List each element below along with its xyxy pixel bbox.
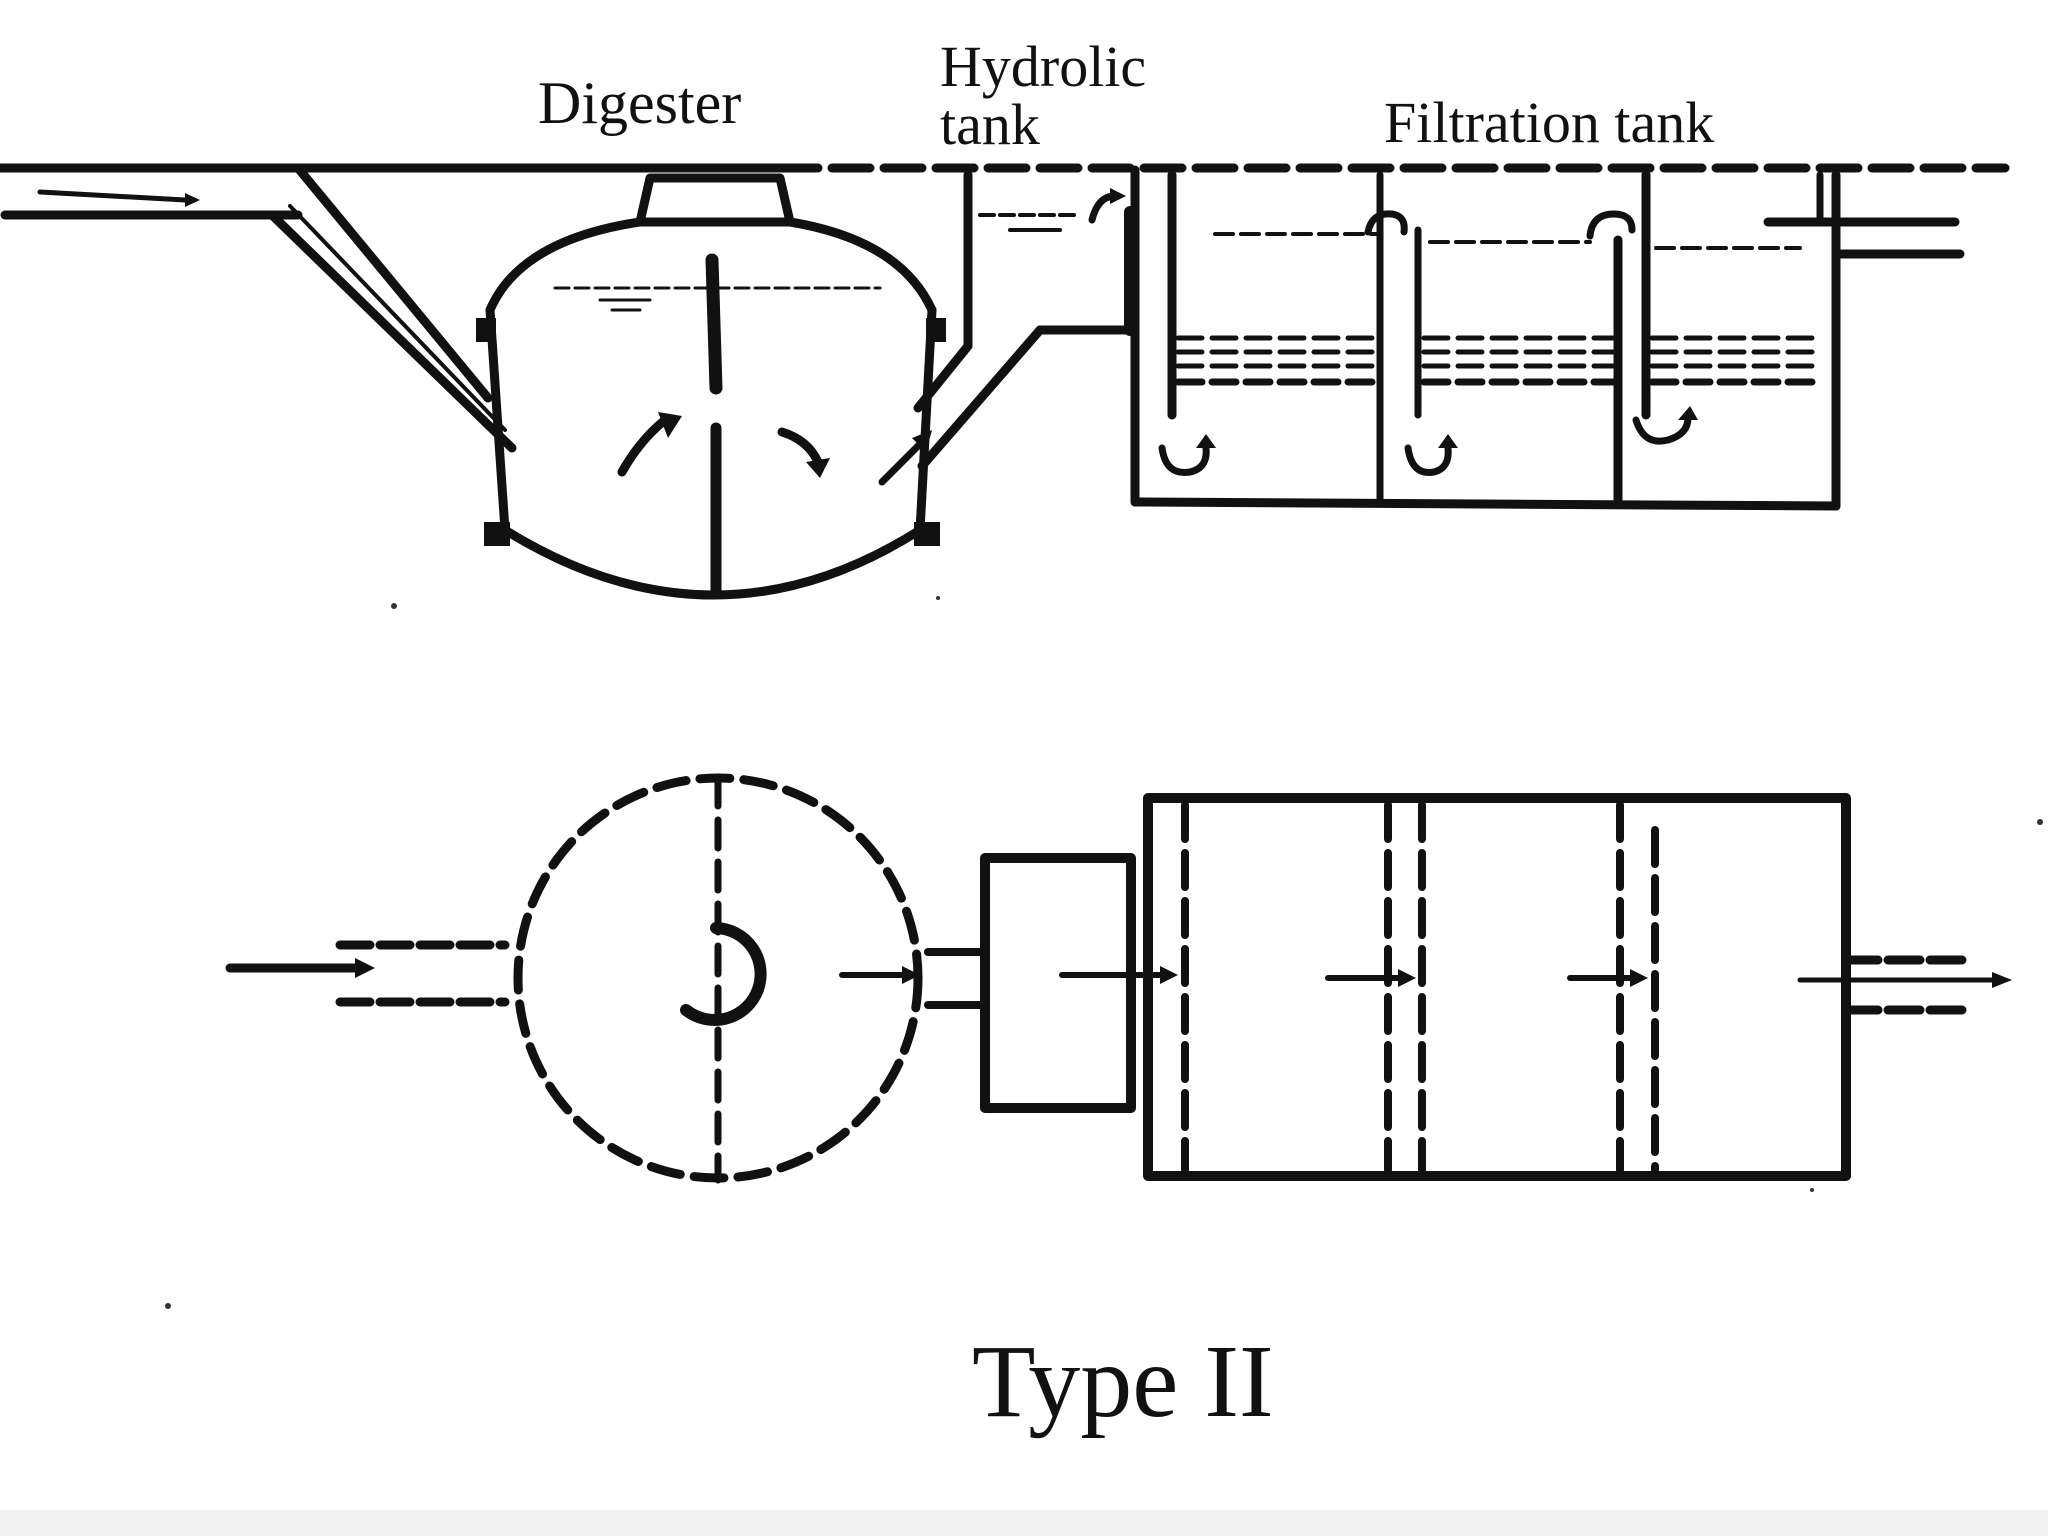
filtration-tank-label: Filtration tank xyxy=(1384,90,1715,155)
filtration-tank-floor xyxy=(1130,497,1841,511)
digester-dome xyxy=(485,217,937,315)
digester-ring-right-bottom xyxy=(914,522,940,546)
hydrolic-tank-label-line2: tank xyxy=(940,92,1040,157)
filter-media xyxy=(1174,335,1824,386)
digester-ring-left-top xyxy=(476,318,496,342)
side-section-view xyxy=(0,163,2010,600)
digester-ring-right-top xyxy=(926,318,946,342)
digester-cover xyxy=(635,173,795,227)
digester-right-wall xyxy=(915,305,937,535)
plan-digester-inlet-ring xyxy=(680,922,767,1026)
plan-inlet-arrowhead xyxy=(355,958,375,978)
filtration-underflow-arrowhead-1 xyxy=(1196,434,1216,448)
hydrolic-overflow-arrowhead xyxy=(1110,188,1126,204)
filtration-underflow-arrow-2 xyxy=(1404,444,1452,476)
digester-left-wall xyxy=(485,305,510,535)
bottom-strip xyxy=(0,1510,2048,1536)
plan-hydrolic-tank xyxy=(980,853,1136,1113)
plan-filtration-tank xyxy=(1143,793,1851,1181)
inlet-chute-lower xyxy=(267,210,517,453)
filtration-underflow-arrow-3 xyxy=(1632,414,1692,445)
diagram-caption: Type II xyxy=(972,1324,1274,1439)
plan-outlet-arrowhead xyxy=(1992,972,2012,988)
filtration-underflow-arrowhead-3 xyxy=(1678,406,1698,420)
plan-hydrolic-arrowhead xyxy=(1160,966,1178,984)
inlet-flow-arrowhead xyxy=(185,193,200,207)
digester-outlet-arrowhead xyxy=(912,430,932,452)
filtration-overflow-arrow-1 xyxy=(1364,210,1408,236)
digester-ring-left-bottom xyxy=(484,522,510,546)
digester-flow-arrow-right xyxy=(777,427,823,467)
outlet-channel-slope-lower xyxy=(917,325,1045,471)
plan-connector-arrowhead xyxy=(902,966,920,984)
filtration-underflow-arrowhead-2 xyxy=(1438,434,1458,448)
hydrolic-tank-label-line1: Hydrolic xyxy=(940,34,1147,99)
digester-outlet-arrow xyxy=(878,438,926,486)
outlet-channel-slope-upper xyxy=(913,341,973,413)
digester-partition-upper xyxy=(705,253,723,395)
plan-flow-arrowhead-1 xyxy=(1398,969,1416,987)
digester-flow-arrow-left xyxy=(617,415,670,477)
inlet-flow-arrow xyxy=(37,189,188,203)
digester-label: Digester xyxy=(538,70,742,136)
digester-flow-arrowhead-right xyxy=(806,458,830,478)
scan-specks xyxy=(165,596,2043,1309)
plan-view xyxy=(225,773,2012,1184)
plan-flow-arrowhead-2 xyxy=(1630,969,1648,987)
inlet-chute-inner xyxy=(288,204,507,432)
digester-flow-arrowhead-left xyxy=(658,412,682,438)
inlet-chute-upper xyxy=(293,163,493,403)
filtration-underflow-arrow-1 xyxy=(1158,444,1210,476)
filtration-overflow-arrow-2 xyxy=(1586,210,1636,240)
